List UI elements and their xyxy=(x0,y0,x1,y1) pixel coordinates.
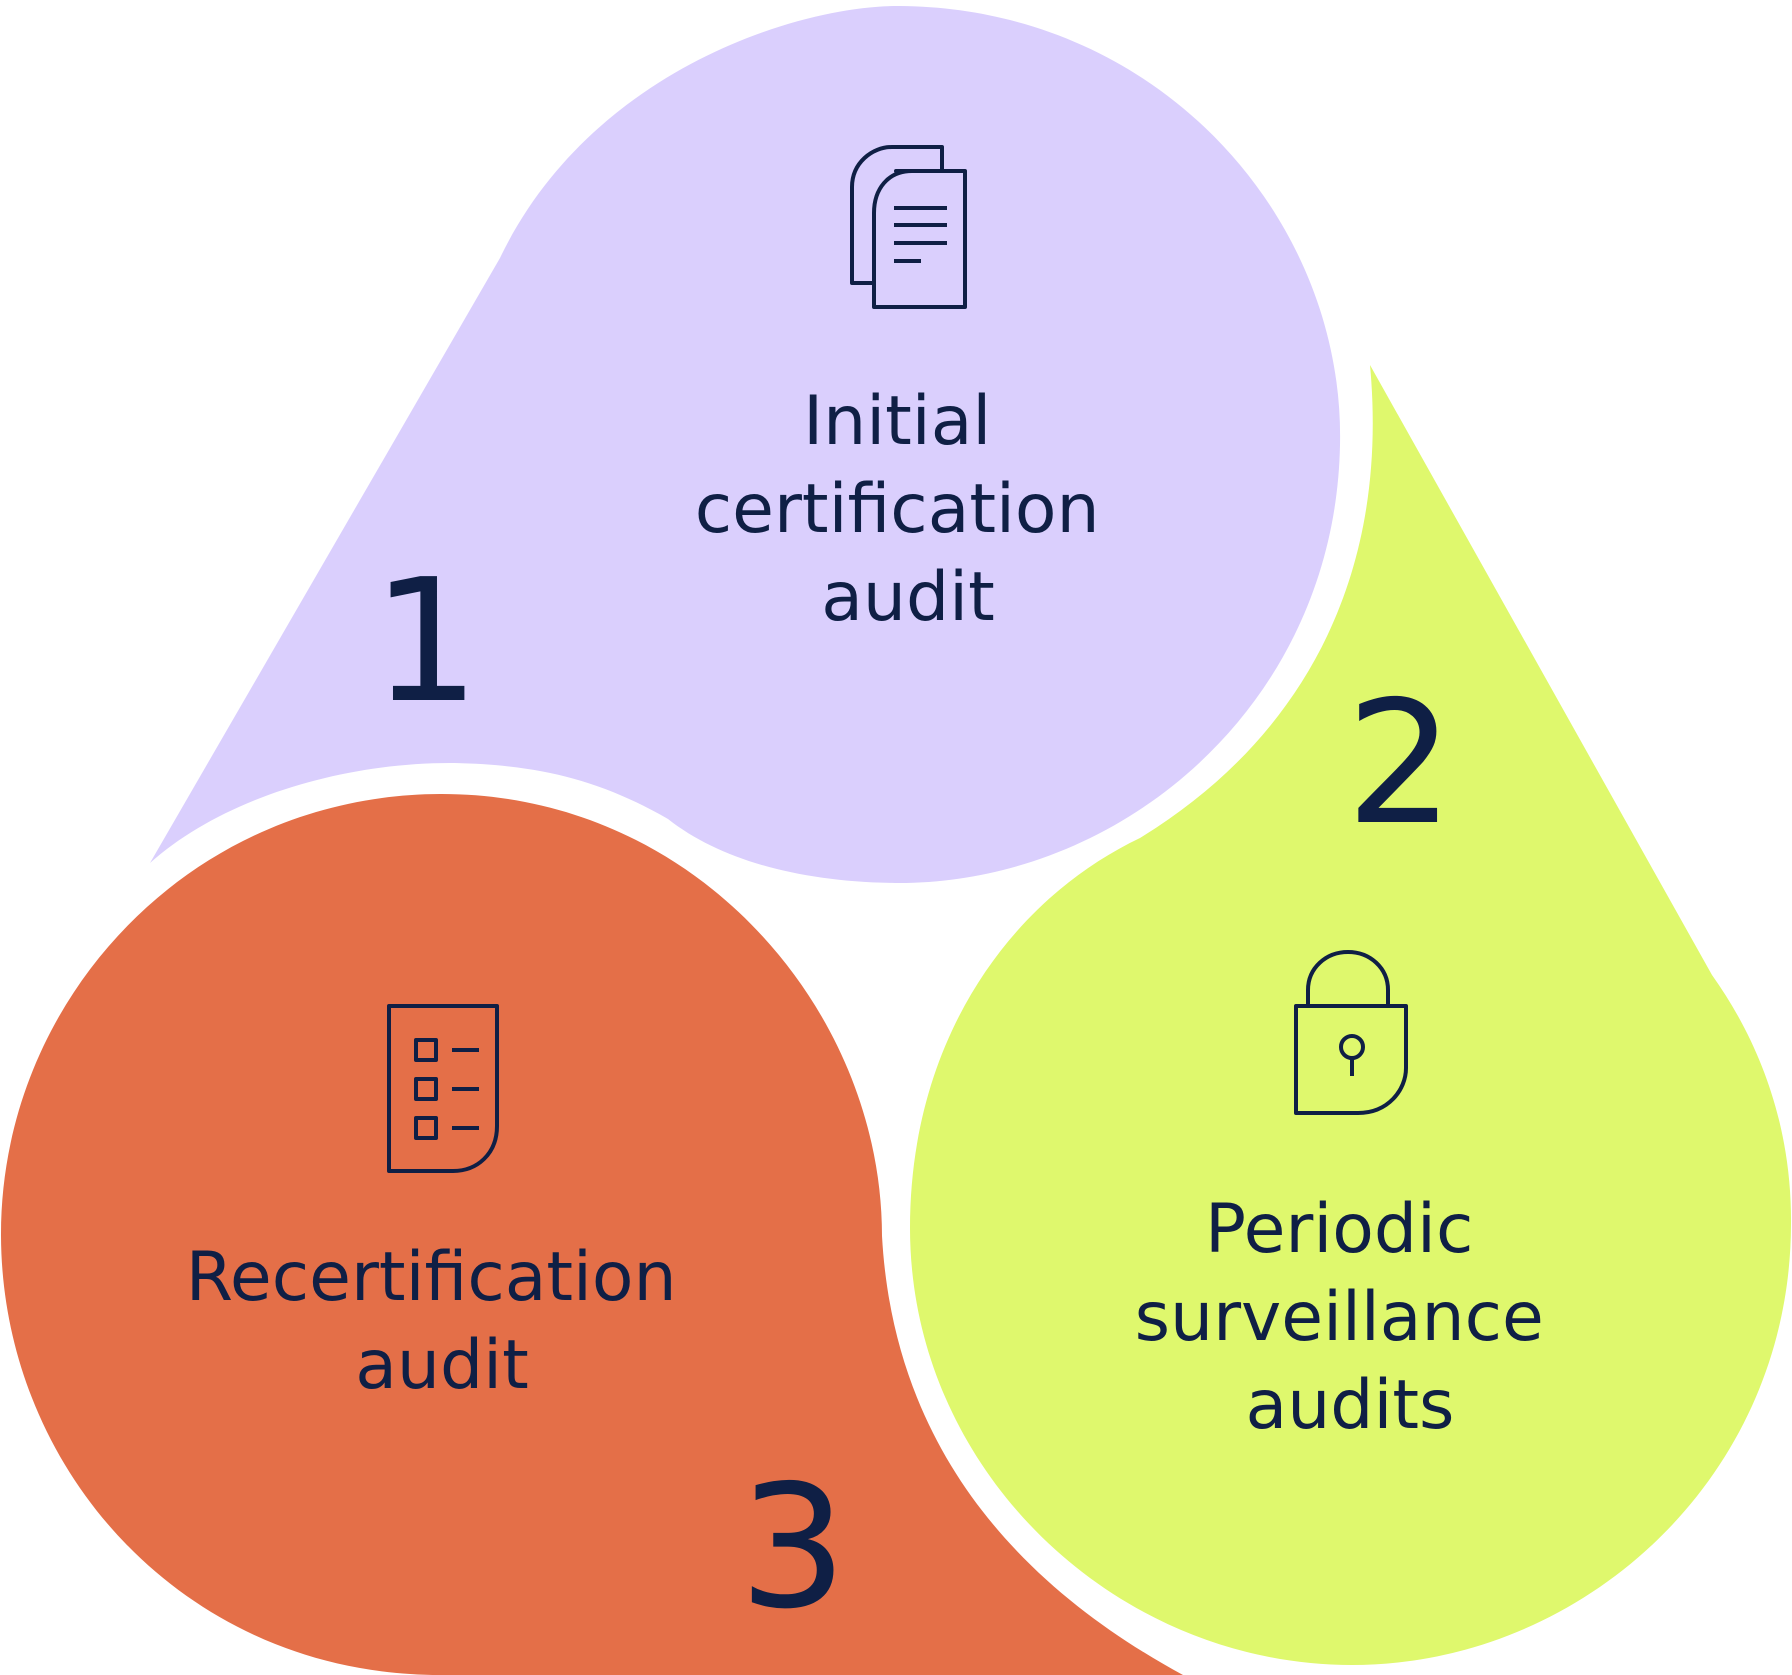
checklist-icon xyxy=(387,1004,499,1173)
step-3-number: 3 xyxy=(739,1449,847,1647)
step-2-number: 2 xyxy=(1346,665,1454,863)
step-3-recertification: Recertification audit 3 xyxy=(0,793,1183,1675)
step-2-shape xyxy=(910,365,1792,1665)
step-3-label: Recertification audit xyxy=(186,1238,699,1405)
step-2-periodic-surveillance: Periodic surveillance audits 2 xyxy=(910,365,1792,1665)
step-2-label: Periodic surveillance audits xyxy=(1135,1190,1566,1445)
step-1-number: 1 xyxy=(372,543,480,741)
step-1-shape xyxy=(150,5,1341,884)
step-3-shape xyxy=(0,793,1183,1675)
step-1-label: Initial certification audit xyxy=(695,382,1122,637)
documents-icon xyxy=(850,145,967,309)
padlock-icon xyxy=(1294,950,1408,1115)
step-1-initial-certification: Initial certification audit 1 xyxy=(150,5,1341,884)
